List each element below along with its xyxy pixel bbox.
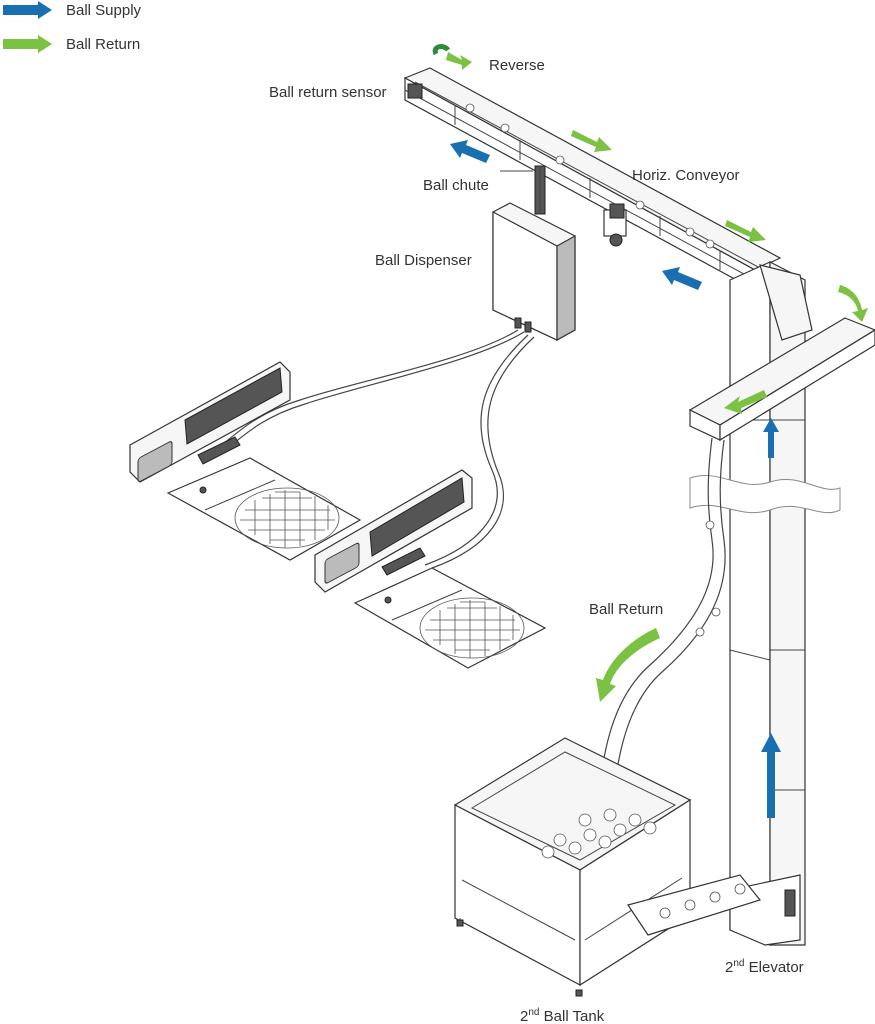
ball-return-arrow-icon bbox=[596, 628, 660, 702]
dispenser-hoses bbox=[221, 329, 535, 569]
supply-arrow-icon bbox=[450, 140, 490, 163]
label-elevator: 2nd Elevator bbox=[725, 958, 804, 976]
label-ball-return: Ball Return bbox=[589, 601, 663, 618]
supply-arrow-icon bbox=[761, 733, 781, 818]
return-arrow-icon bbox=[571, 130, 612, 152]
ball-tank bbox=[453, 737, 762, 997]
tee-station-2 bbox=[314, 469, 547, 669]
label-ball-return-sensor: Ball return sensor bbox=[269, 84, 387, 101]
elevator bbox=[688, 261, 875, 946]
return-arrow-icon bbox=[838, 285, 868, 322]
flow-arrows bbox=[432, 44, 868, 818]
supply-arrow-icon bbox=[662, 267, 702, 290]
ball-chute bbox=[534, 165, 546, 215]
label-ball-tank: 2nd Ball Tank bbox=[520, 1007, 605, 1024]
legend-return-icon bbox=[3, 35, 52, 53]
reverse-arrow-icon bbox=[432, 44, 472, 70]
legend-return-label: Ball Return bbox=[66, 36, 140, 53]
tee-station-1 bbox=[129, 361, 362, 561]
ball-dispenser bbox=[492, 202, 576, 342]
return-arrow-icon bbox=[724, 390, 767, 414]
label-horiz-conveyor: Horiz. Conveyor bbox=[632, 167, 740, 184]
label-reverse: Reverse bbox=[489, 57, 545, 74]
conveyor-motor bbox=[603, 203, 627, 247]
label-ball-chute: Ball chute bbox=[423, 177, 489, 194]
return-arrow-icon bbox=[725, 220, 766, 242]
legend-supply-icon bbox=[3, 1, 52, 19]
horizontal-conveyor bbox=[403, 67, 782, 292]
legend: Ball Supply Ball Return bbox=[3, 1, 142, 53]
legend-supply-label: Ball Supply bbox=[66, 2, 142, 19]
label-ball-dispenser: Ball Dispenser bbox=[375, 252, 472, 269]
supply-arrow-icon bbox=[763, 418, 779, 458]
break-marks bbox=[689, 475, 841, 514]
